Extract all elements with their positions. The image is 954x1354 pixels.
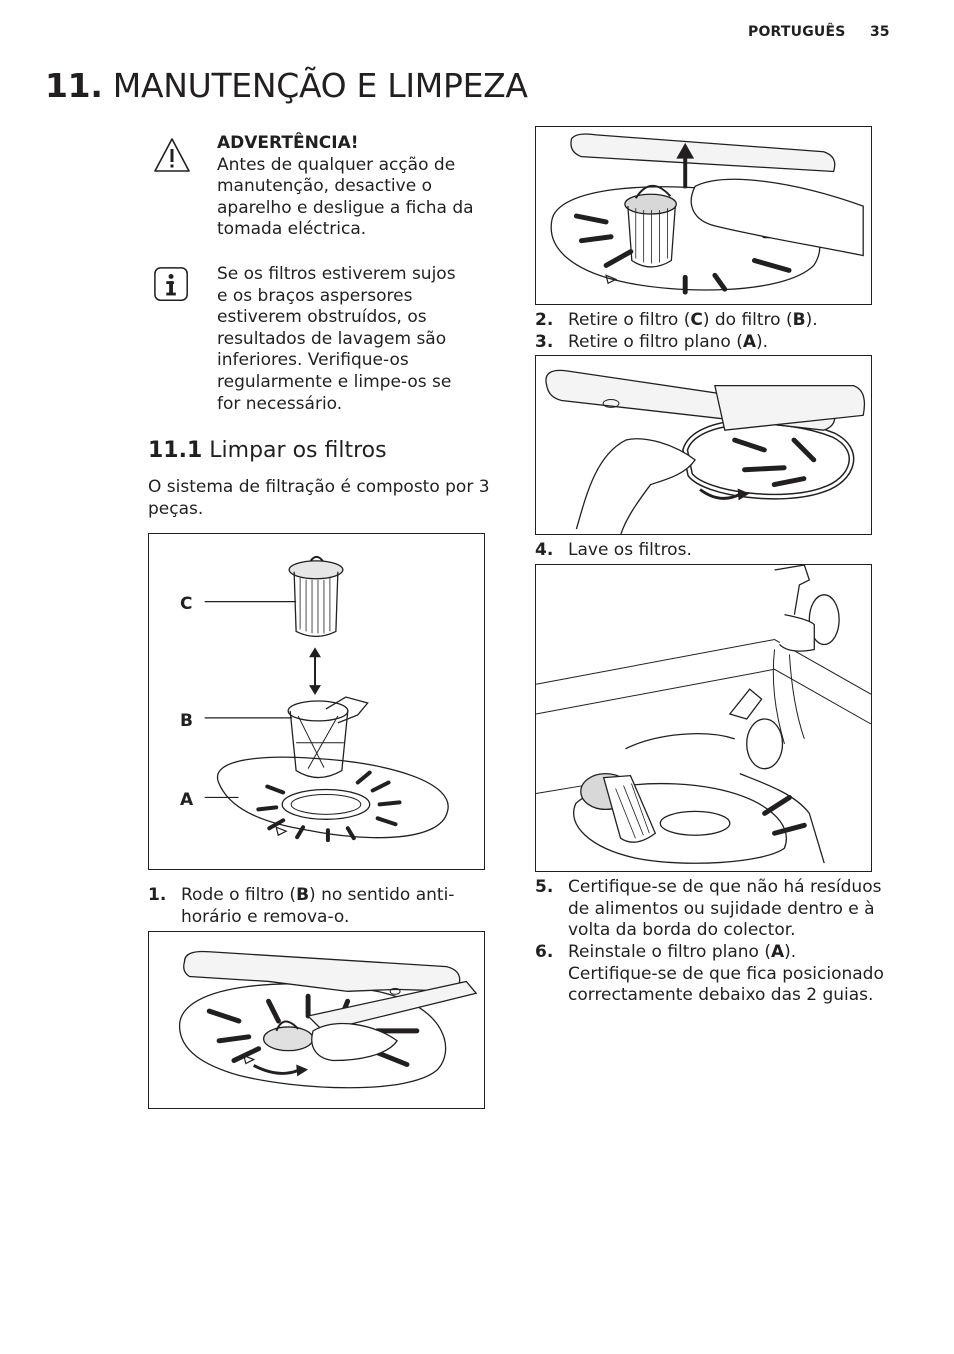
step-text: Retire o filtro ( (568, 310, 691, 330)
warning-note: ADVERTÊNCIA! Antes de qualquer acção de … (217, 133, 487, 241)
filter-assembly-figure (148, 533, 485, 870)
step-number: 4. (535, 540, 554, 560)
step-6: 6. Reinstale o filtro plano (A). Certifi… (535, 942, 890, 1032)
warning-triangle-icon (152, 136, 192, 176)
header-language: PORTUGUÊS (748, 24, 846, 40)
section-intro: O sistema de filtração é composto por 3 … (148, 477, 490, 519)
step-5: 5. Certifique-se de que não há resíduos … (535, 877, 890, 943)
step-text: ) do filtro ( (702, 310, 793, 330)
section-title: Limpar os filtros (209, 438, 387, 463)
warning-heading: ADVERTÊNCIA! (217, 133, 359, 153)
label-b: B (180, 711, 193, 731)
step-key: B (296, 885, 310, 905)
step-key: B (792, 310, 806, 330)
step-number: 1. (148, 885, 167, 905)
page-number: 35 (870, 24, 890, 40)
step-text: Lave os filtros. (568, 540, 692, 560)
step-text: ). (805, 310, 818, 330)
step-text: ). Certifique-se de que fica posicionado… (568, 942, 884, 1006)
step-number: 3. (535, 332, 554, 352)
section-heading: 11.1 Limpar os filtros (148, 438, 387, 463)
info-note: Se os filtros estiverem sujos e os braço… (217, 264, 456, 414)
step-text: Reinstale o filtro plano ( (568, 942, 771, 962)
step-text: Retire o filtro plano ( (568, 332, 743, 352)
chapter-title: MANUTENÇÃO E LIMPEZA (112, 66, 528, 105)
info-icon (153, 266, 193, 306)
section-number: 11.1 (148, 438, 203, 463)
step-text: Rode o filtro ( (181, 885, 297, 905)
step-number: 2. (535, 310, 554, 330)
step-text: Certifique-se de que não há resíduos de … (568, 877, 882, 941)
label-a: A (180, 790, 194, 810)
step-text: ). (756, 332, 769, 352)
step-text: ) no sentido anti-horário e remova-o. (181, 885, 455, 927)
label-c: C (180, 594, 193, 614)
step-key: A (771, 942, 785, 962)
step-number: 6. (535, 942, 554, 962)
page-title: 11. MANUTENÇÃO E LIMPEZA (45, 66, 528, 105)
step-key: A (742, 332, 757, 352)
step-key: C (690, 310, 703, 330)
remove-flat-filter-figure (535, 355, 872, 535)
step-number: 5. (535, 877, 554, 897)
chapter-number: 11. (45, 66, 103, 105)
warning-body: Antes de qualquer acção de manutenção, d… (217, 154, 474, 240)
rotate-filter-figure (148, 931, 485, 1109)
wash-filters-figure (535, 564, 872, 872)
lift-filter-figure (535, 126, 872, 305)
